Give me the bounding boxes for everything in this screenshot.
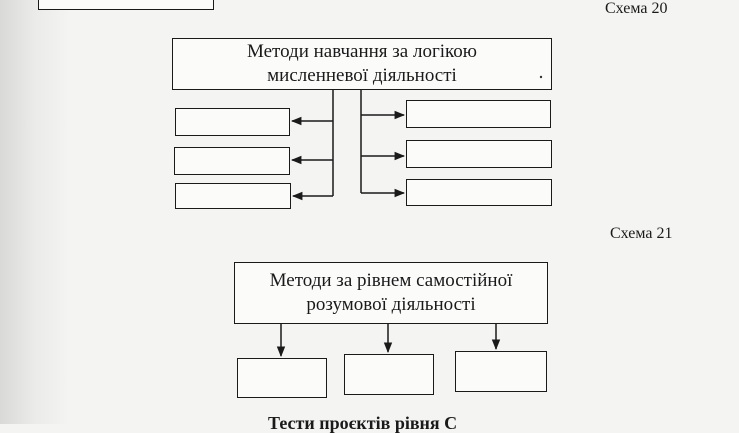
scheme-21-title: Методи за рівнем самостійної розумової д… xyxy=(269,270,513,315)
scheme-21-bottom-box-2 xyxy=(344,354,434,395)
scheme-20-title-box: Методи навчання за логікою мисленневої д… xyxy=(172,38,552,90)
scan-speck xyxy=(539,75,543,79)
scheme-20-left-box-1 xyxy=(175,108,290,136)
footer-heading: Тести проєктів рівня С xyxy=(268,413,458,433)
page-edge-shadow xyxy=(0,0,70,424)
scheme-20-left-box-3 xyxy=(175,183,291,209)
scheme-20-right-box-3 xyxy=(406,179,552,206)
scheme-21-label: Схема 21 xyxy=(610,225,673,242)
scheme-20-left-box-2 xyxy=(174,147,290,175)
scheme-20-title: Методи навчання за логікою мисленневої д… xyxy=(246,41,478,86)
scheme-20-label: Схема 20 xyxy=(605,0,668,17)
scheme-21-title-box: Методи за рівнем самостійної розумової д… xyxy=(234,262,548,324)
scheme-20-right-box-1 xyxy=(406,100,551,128)
cut-off-top-box xyxy=(38,0,214,10)
connector-lines xyxy=(276,75,543,358)
scheme-21-bottom-box-3 xyxy=(455,351,547,392)
scheme-20-right-box-2 xyxy=(406,140,552,168)
scheme-21-bottom-box-1 xyxy=(237,358,327,398)
